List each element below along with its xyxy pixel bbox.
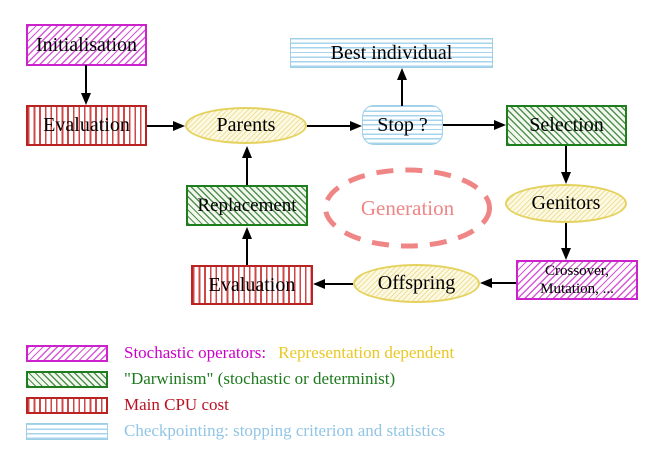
legend-representation-label: Representation dependent: [278, 343, 455, 362]
node-replacement-label: Replacement: [197, 194, 297, 216]
node-parents: Parents: [185, 107, 307, 144]
node-evaluation-bottom-label: Evaluation: [208, 273, 296, 296]
node-evaluation-top-label: Evaluation: [43, 114, 130, 136]
generation-dashed-ellipse: [323, 167, 492, 249]
node-stop-label: Stop ?: [377, 113, 428, 136]
node-replacement: Replacement: [186, 185, 308, 226]
legend-row-cpu-cost: Main CPU cost: [26, 395, 229, 415]
node-parents-label: Parents: [216, 114, 276, 136]
legend-stochastic-label: Stochastic operators:: [124, 343, 267, 362]
node-offspring-label: Offspring: [377, 272, 456, 294]
node-genitors-label: Genitors: [531, 192, 601, 214]
node-stop: Stop ?: [362, 105, 443, 145]
node-generation: Generation: [321, 166, 494, 250]
node-selection-label: Selection: [529, 114, 604, 136]
node-best-individual: Best individual: [290, 38, 493, 68]
node-genitors: Genitors: [505, 184, 627, 223]
legend-swatch-magenta-hatch: [26, 344, 108, 362]
legend-darwinism-label: "Darwinism" (stochastic or determinist): [124, 369, 396, 388]
node-mutation-label: Mutation, ...: [540, 281, 614, 297]
legend-checkpointing-label: Checkpointing: stopping criterion and st…: [124, 421, 446, 440]
node-generation-label: Generation: [360, 195, 455, 220]
legend-row-stochastic: Stochastic operators: Representation dep…: [26, 343, 454, 363]
node-best-individual-label: Best individual: [330, 41, 453, 64]
node-offspring: Offspring: [353, 264, 480, 303]
node-evaluation-bottom: Evaluation: [191, 265, 313, 305]
legend-row-darwinism: "Darwinism" (stochastic or determinist): [26, 369, 395, 389]
node-crossover-label: Crossover,: [545, 263, 609, 279]
node-initialisation-label: Initialisation: [35, 33, 138, 56]
legend-row-checkpointing: Checkpointing: stopping criterion and st…: [26, 421, 445, 441]
node-evaluation-top: Evaluation: [26, 105, 147, 146]
node-crossover-mutation: Crossover, Mutation, ...: [516, 260, 638, 300]
node-initialisation: Initialisation: [26, 24, 147, 66]
legend-swatch-green-hatch: [26, 370, 108, 388]
node-selection: Selection: [506, 105, 627, 146]
legend-cpu-label: Main CPU cost: [124, 395, 229, 414]
legend-swatch-red-stripes: [26, 396, 108, 414]
legend-swatch-cyan-stripes: [26, 422, 108, 440]
